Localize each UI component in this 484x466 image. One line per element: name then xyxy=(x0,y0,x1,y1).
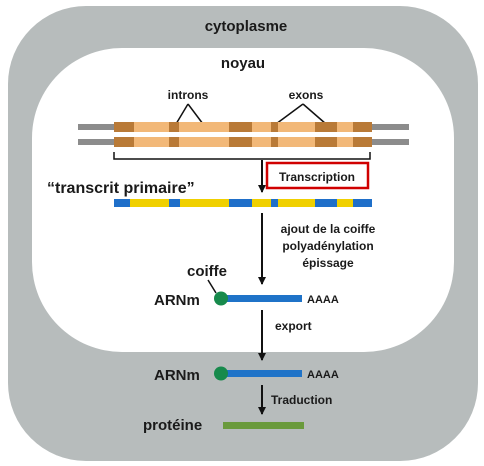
transcription-highlight-box xyxy=(265,161,370,190)
mrna-nucleus-strand xyxy=(222,295,302,302)
nucleus-label: noyau xyxy=(221,55,265,72)
cap-icon-cytoplasm xyxy=(214,366,228,381)
cytoplasm-label: cytoplasme xyxy=(205,18,288,35)
cap-icon xyxy=(214,291,228,306)
processing-step-splicing: épissage xyxy=(302,256,354,270)
protein-bar xyxy=(223,422,304,429)
cap-pointer xyxy=(207,279,217,294)
dna-double-strand xyxy=(78,122,409,147)
translation-label: Traduction xyxy=(271,393,332,407)
processing-step-polyadenylation: polyadénylation xyxy=(282,239,373,253)
exons-label: exons xyxy=(289,88,324,102)
gene-region-top xyxy=(114,122,372,132)
gene-bracket xyxy=(113,152,371,160)
gene-region-bottom xyxy=(114,137,372,147)
protein-label: protéine xyxy=(143,417,202,434)
primary-transcript-label: “transcrit primaire” xyxy=(47,180,195,197)
introns-label: introns xyxy=(168,88,209,102)
polya-nucleus-label: AAAA xyxy=(307,294,339,306)
mrna-cytoplasm-label: ARNm xyxy=(154,367,200,384)
processing-step-cap: ajout de la coiffe xyxy=(281,222,376,236)
transcription-label: Transcription xyxy=(279,170,355,184)
polya-cytoplasm-label: AAAA xyxy=(307,369,339,381)
mrna-cytoplasm-strand xyxy=(222,370,302,377)
cap-label: coiffe xyxy=(187,263,227,280)
primary-transcript-strand xyxy=(114,199,372,207)
label-pointer-lines xyxy=(175,103,327,125)
export-label: export xyxy=(275,319,312,333)
mrna-nucleus-label: ARNm xyxy=(154,292,200,309)
